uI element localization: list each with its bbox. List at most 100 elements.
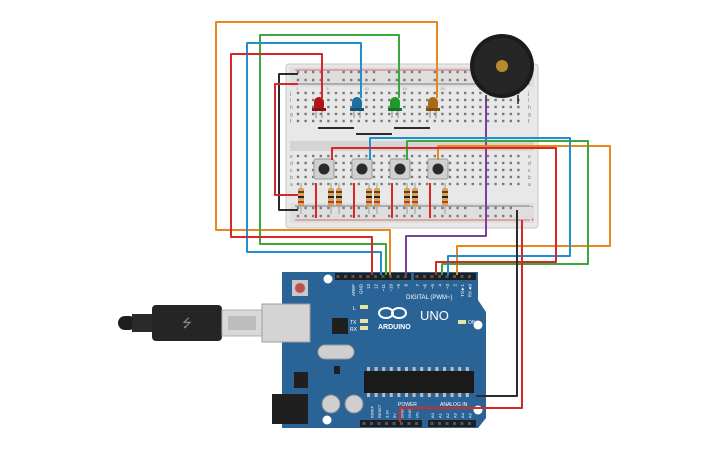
- breadboard-hole: [312, 161, 315, 165]
- rail-hole: [448, 214, 452, 218]
- header-pin[interactable]: [453, 275, 456, 278]
- rail-hole: [464, 214, 467, 218]
- header-pin[interactable]: [415, 275, 419, 278]
- wire-green-button-3[interactable]: [406, 140, 589, 275]
- breadboard-hole: [502, 168, 505, 172]
- wire-blue-led-blue[interactable]: [246, 42, 382, 275]
- breadboard-hole: [312, 175, 315, 179]
- rail-hole: [357, 78, 360, 82]
- wire-orange-led-yellow[interactable]: [215, 21, 438, 275]
- header-pin[interactable]: [438, 422, 441, 425]
- wire-red-board-5v[interactable]: [476, 220, 523, 409]
- rail-hole: [327, 206, 330, 210]
- header-pin[interactable]: [351, 275, 355, 278]
- header-pin[interactable]: [381, 275, 385, 278]
- breadboard-hole: [357, 112, 360, 116]
- header-pin[interactable]: [396, 275, 400, 278]
- header-pin[interactable]: [460, 422, 464, 425]
- led-red[interactable]: [312, 97, 326, 118]
- pushbutton-1[interactable]: [313, 158, 335, 180]
- wire-blue-button-2[interactable]: [369, 137, 571, 275]
- breadboard-hole: [517, 182, 520, 186]
- header-pin[interactable]: [430, 422, 434, 425]
- header-pin[interactable]: [468, 275, 471, 278]
- resistor-3[interactable]: [336, 183, 342, 214]
- rail-hole: [312, 78, 315, 82]
- pushbutton-3[interactable]: [389, 158, 411, 180]
- header-pin[interactable]: [430, 275, 434, 278]
- wire-red-vcc[interactable]: [274, 83, 298, 196]
- mcu-pin: [412, 367, 416, 371]
- header-pin[interactable]: [438, 275, 441, 278]
- arduino-uno-board[interactable]: L TX RX ON ARDUINO UNO DIGITAL (PWM~) PO…: [261, 272, 486, 428]
- analog-pin-label: A1: [438, 412, 443, 418]
- rail-hole: [502, 206, 505, 210]
- led-green[interactable]: [388, 97, 402, 118]
- breadboard-hole: [441, 105, 444, 109]
- wire-red-button-1[interactable]: [331, 147, 557, 275]
- breadboard-hole: [304, 168, 307, 172]
- mcu-pin: [435, 393, 439, 397]
- resistor-2[interactable]: [328, 183, 334, 214]
- resistor-1[interactable]: [298, 183, 304, 214]
- led-yellow[interactable]: [426, 97, 440, 118]
- piezo-buzzer[interactable]: [470, 34, 534, 104]
- header-pin[interactable]: [407, 422, 411, 425]
- breadboard-hole: [426, 154, 429, 158]
- rail-hole: [327, 78, 330, 82]
- header-pin[interactable]: [336, 275, 340, 278]
- header-pin[interactable]: [445, 275, 449, 278]
- row-letter: d: [290, 161, 293, 167]
- header-pin[interactable]: [377, 422, 381, 425]
- resistor-7[interactable]: [412, 183, 418, 214]
- header-pin[interactable]: [453, 422, 456, 425]
- breadboard-hole: [456, 91, 459, 95]
- row-letter: e: [528, 154, 531, 160]
- header-pin[interactable]: [468, 422, 471, 425]
- rail-hole: [296, 70, 300, 74]
- wire-red-5v-pin[interactable]: [399, 407, 476, 422]
- header-pin[interactable]: [362, 422, 366, 425]
- led-rx-label: RX: [350, 327, 358, 333]
- header-pin[interactable]: [385, 422, 388, 425]
- wire-black-gnd[interactable]: [278, 73, 298, 211]
- breadboard-hole: [380, 175, 383, 179]
- header-pin[interactable]: [404, 275, 407, 278]
- reset-button[interactable]: [292, 280, 308, 296]
- resistor-4[interactable]: [366, 183, 372, 214]
- header-pin[interactable]: [359, 275, 362, 278]
- rail-hole: [350, 206, 353, 210]
- header-pin[interactable]: [370, 422, 373, 425]
- resistor-8[interactable]: [442, 183, 448, 214]
- breadboard-hole: [509, 98, 512, 102]
- breadboard-hole: [388, 175, 391, 179]
- pushbutton-4[interactable]: [427, 158, 449, 180]
- header-pin[interactable]: [344, 275, 347, 278]
- wire-green-led-green[interactable]: [259, 34, 400, 275]
- breadboard-hole: [350, 175, 353, 179]
- header-pin[interactable]: [389, 275, 392, 278]
- rail-hole: [350, 70, 353, 74]
- header-pin[interactable]: [366, 275, 370, 278]
- header-pin[interactable]: [415, 422, 418, 425]
- wire-purple-buzzer[interactable]: [405, 101, 487, 275]
- capacitor-1: [321, 394, 341, 414]
- led-blue[interactable]: [350, 97, 364, 118]
- breadboard-hole: [380, 182, 383, 186]
- resistor-5[interactable]: [374, 183, 380, 214]
- breadboard-hole: [395, 91, 398, 95]
- header-pin[interactable]: [460, 275, 464, 278]
- header-pin[interactable]: [392, 422, 396, 425]
- header-pin[interactable]: [400, 422, 403, 425]
- breadboard-hole: [350, 91, 353, 95]
- header-pin[interactable]: [445, 422, 449, 425]
- wire-red-led-red[interactable]: [230, 53, 373, 275]
- resistor-6[interactable]: [404, 183, 410, 214]
- breadboard-hole: [502, 105, 505, 109]
- header-pin[interactable]: [423, 275, 426, 278]
- breadboard-hole: [342, 154, 345, 158]
- pushbutton-2[interactable]: [351, 158, 373, 180]
- wire-black-board-gnd[interactable]: [476, 210, 518, 397]
- header-pin[interactable]: [374, 275, 377, 278]
